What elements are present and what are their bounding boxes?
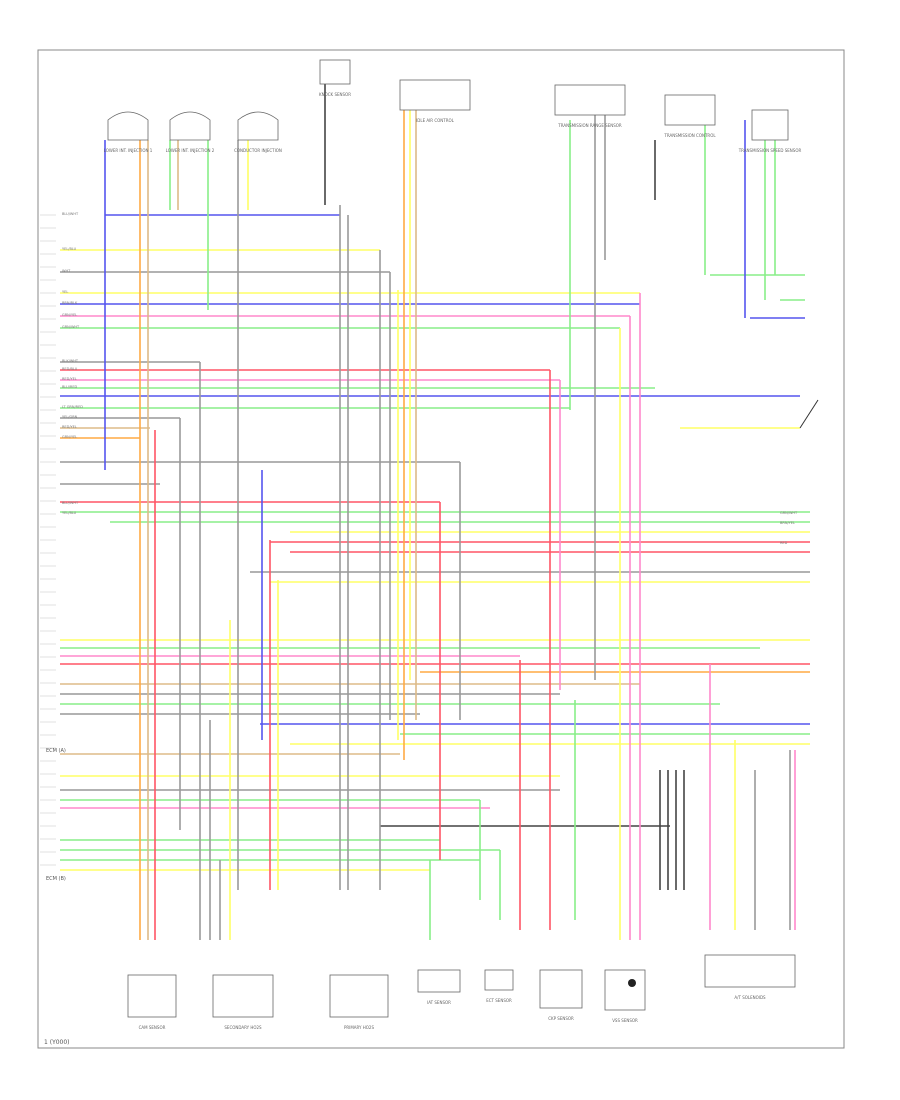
component-3: CONDUCTOR INJECTION (234, 111, 282, 153)
wire-tag-0: BLU/WHT (62, 212, 79, 216)
component-name-14: CKP SENSOR (548, 1016, 574, 1021)
component-11: PRIMARY HO2S (329, 974, 389, 1030)
component-name-2: LOWER INT. INJECTION 2 (166, 148, 215, 153)
connector-label-ecm-b: ECM (B) (46, 876, 66, 882)
component-name-6: TRANSMISSION RANGE SENSOR (557, 123, 622, 128)
component-name-16: A/T SOLENOIDS (734, 995, 766, 1000)
component-name-11: PRIMARY HO2S (344, 1025, 374, 1030)
wire-tag-8: RED/BLU (62, 367, 78, 371)
component-5: IDLE AIR CONTROL (399, 79, 471, 123)
footer-code: 1 (Y000) (44, 1039, 70, 1046)
wire-tag-14: GRN/YEL (62, 435, 77, 439)
component-13: ECT SENSOR (484, 969, 514, 1003)
component-7: TRANSMISSION CONTROL (663, 94, 716, 138)
wire-tag-17: GRN/WHT (780, 511, 798, 515)
component-name-7: TRANSMISSION CONTROL (663, 133, 716, 138)
component-name-3: CONDUCTOR INJECTION (234, 148, 282, 153)
component-4: KNOCK SENSOR (319, 59, 351, 97)
component-name-4: KNOCK SENSOR (319, 92, 351, 97)
component-6: TRANSMISSION RANGE SENSOR (554, 84, 626, 128)
component-name-12: IAT SENSOR (427, 1000, 451, 1005)
component-name-5: IDLE AIR CONTROL (416, 118, 455, 123)
wire-tag-18: BRN/YEL (780, 521, 795, 525)
wire-layer (40, 80, 810, 940)
component-2: LOWER INT. INJECTION 2 (166, 111, 215, 153)
wire-tag-10: BLU/RED (62, 385, 78, 389)
switch-symbol (799, 399, 819, 429)
component-15: VSS SENSOR (604, 969, 646, 1023)
component-12: IAT SENSOR (417, 969, 461, 1005)
component-16: A/T SOLENOIDS (704, 954, 796, 1000)
wire-tag-7: BLK/WHT (62, 359, 79, 363)
wire-tag-2: WHT (62, 269, 71, 273)
diagram-frame (37, 49, 845, 1049)
component-8: TRANSMISSION SPEED SENSOR (738, 109, 802, 153)
wire-tag-1: YEL/BLU (62, 247, 77, 251)
component-name-9: CAM SENSOR (139, 1025, 166, 1030)
wire-tag-9: RED/YEL (62, 377, 77, 381)
wire-tag-6: GRN/WHT (62, 325, 80, 329)
wire-tag-16: YEL/BLU (62, 511, 77, 515)
component-1: LOWER INT. INJECTION 1 (104, 111, 153, 153)
wire-tag-15: BLU/WHT (62, 501, 79, 505)
component-9: CAM SENSOR (127, 974, 177, 1030)
ckp-sensor-symbol (628, 979, 636, 987)
component-14: CKP SENSOR (539, 969, 583, 1021)
wire-tag-layer: BLU/WHT YEL/BLU WHT YEL BRN/BLK GRN/YEL GRN/WH… (62, 212, 798, 545)
wire-tag-13: RED/YEL (62, 425, 77, 429)
wire-tag-4: BRN/BLK (62, 301, 78, 305)
component-name-1: LOWER INT. INJECTION 1 (104, 148, 153, 153)
component-name-15: VSS SENSOR (612, 1018, 638, 1023)
component-layer: LOWER INT. INJECTION 1 LOWER INT. INJECTI… (104, 59, 819, 1030)
wire-tag-19: RED (780, 541, 788, 545)
component-name-8: TRANSMISSION SPEED SENSOR (738, 148, 802, 153)
connector-label-ecm-a: ECM (A) (46, 748, 66, 754)
wire-tag-12: YEL/GRN (62, 415, 78, 419)
wire-tag-3: YEL (62, 290, 68, 294)
wire-tag-5: GRN/YEL (62, 313, 77, 317)
component-10: SECONDARY HO2S (212, 974, 274, 1030)
component-name-10: SECONDARY HO2S (224, 1025, 262, 1030)
component-name-13: ECT SENSOR (486, 998, 512, 1003)
wire-tag-11: LT GRN/RED (62, 405, 83, 409)
